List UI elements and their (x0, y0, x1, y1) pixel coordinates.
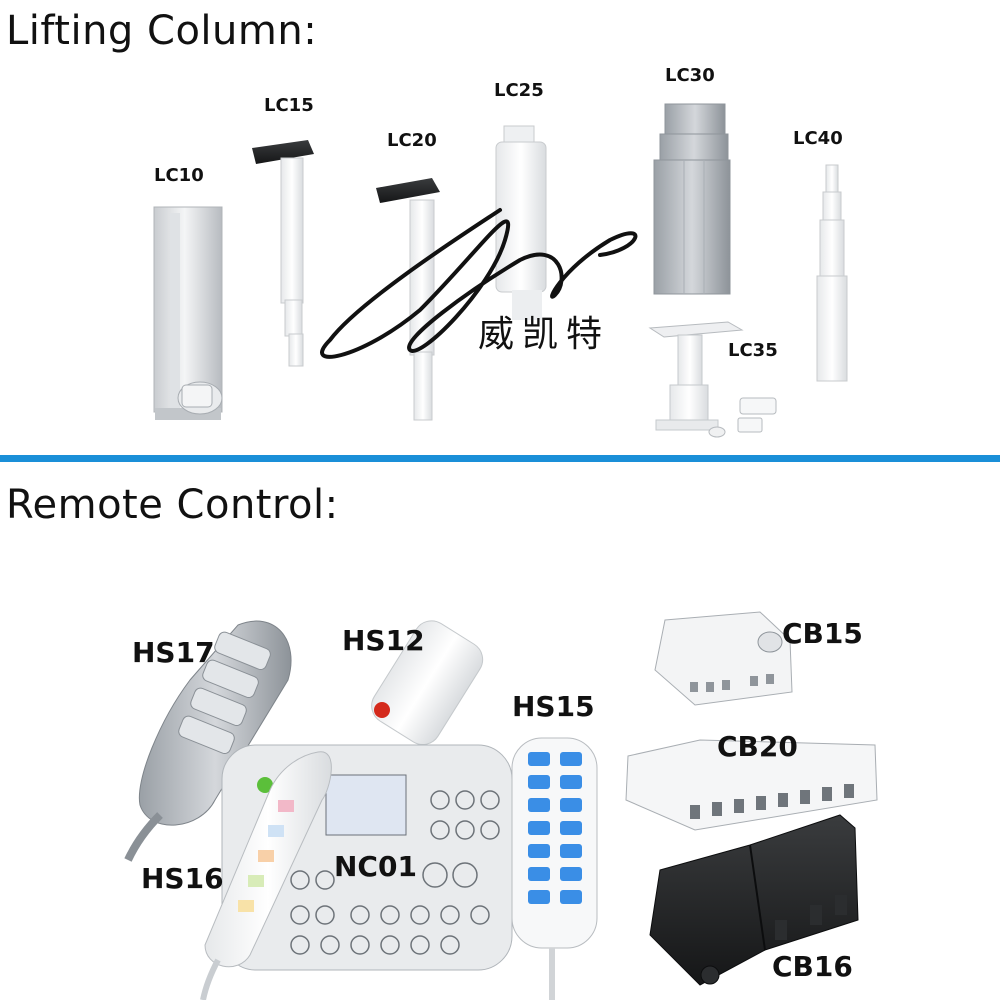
label-lc35: LC35 (728, 340, 778, 361)
label-lc30: LC30 (665, 65, 715, 86)
lc30-column (653, 103, 731, 295)
label-cb15: CB15 (782, 617, 863, 650)
lc35-column (648, 321, 777, 438)
signature-logo (320, 208, 638, 359)
hs16-remote (200, 751, 332, 1000)
label-hs16: HS16 (141, 862, 224, 895)
label-lc15: LC15 (264, 95, 314, 116)
label-lc10: LC10 (154, 165, 204, 186)
lc15-column (252, 140, 314, 367)
hs15-remote (511, 737, 598, 1000)
lc10-column (153, 206, 223, 420)
remote-control-title: Remote Control: (6, 482, 339, 528)
cb15-control-box (654, 611, 793, 706)
label-hs17: HS17 (132, 636, 215, 669)
cb20-control-box (625, 739, 878, 831)
lifting-column-title: Lifting Column: (6, 8, 318, 54)
label-lc20: LC20 (387, 130, 437, 151)
label-lc25: LC25 (494, 80, 544, 101)
label-lc40: LC40 (793, 128, 843, 149)
label-cb20: CB20 (717, 730, 798, 763)
label-nc01: NC01 (334, 850, 417, 883)
watermark-text: 威凯特 (478, 314, 611, 355)
lc40-column (816, 164, 848, 382)
cb16-control-box (649, 814, 859, 986)
hs12-remote (371, 620, 484, 746)
label-hs15: HS15 (512, 690, 595, 723)
label-cb16: CB16 (772, 950, 853, 983)
hs17-remote (124, 620, 292, 862)
section-divider (0, 455, 1000, 462)
label-hs12: HS12 (342, 624, 425, 657)
